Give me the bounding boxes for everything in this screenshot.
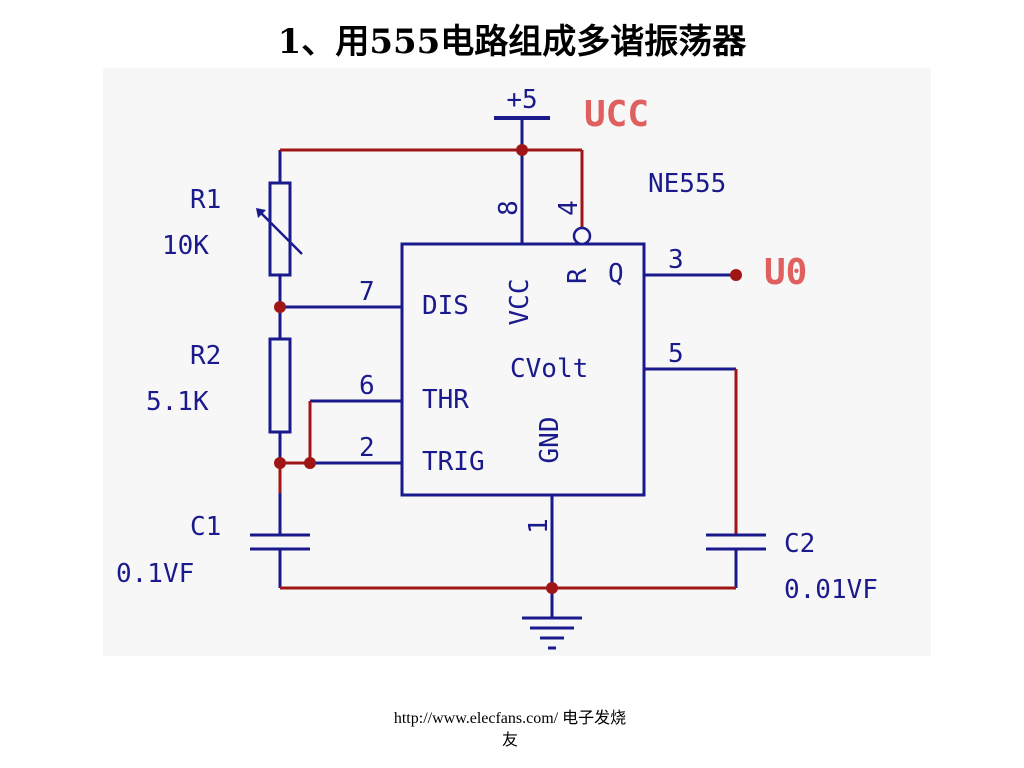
thr-pin-name: THR — [422, 385, 469, 415]
pin-1-label: 1 — [524, 518, 554, 534]
chip-name-label: NE555 — [648, 169, 726, 199]
r2-value-label: 5.1K — [146, 387, 209, 417]
r1-wiper-arrow — [257, 209, 303, 255]
ground-symbol — [522, 616, 582, 650]
slide-title: 1、用555电路组成多谐振荡器 — [277, 22, 747, 62]
r1-value-label: 10K — [162, 231, 209, 261]
c1-name-label: C1 — [190, 512, 221, 542]
q-pin-name: Q — [608, 259, 624, 289]
output-label: U0 — [764, 252, 807, 293]
r2-name-label: R2 — [190, 341, 221, 371]
pin-6-label: 6 — [359, 371, 375, 401]
c2-value-label: 0.01VF — [784, 575, 878, 605]
c1-value-label: 0.1VF — [116, 559, 194, 589]
r2-resistor — [268, 337, 292, 434]
trig-pin-name: TRIG — [422, 447, 485, 477]
red-wires — [278, 148, 738, 590]
footer-line-2: 友 — [501, 732, 518, 749]
c2-name-label: C2 — [784, 529, 815, 559]
supply-label: +5 — [506, 85, 537, 115]
r1-arrow-head — [256, 208, 266, 218]
pin-2-label: 2 — [359, 433, 375, 463]
reset-bubble — [572, 226, 592, 246]
gnd-pin-name: GND — [535, 417, 565, 464]
pin-8-label: 8 — [494, 200, 524, 216]
vcc-pin-name: VCC — [505, 279, 535, 326]
ucc-label: UCC — [584, 94, 649, 135]
cvolt-pin-name: CVolt — [510, 354, 588, 384]
dis-pin-name: DIS — [422, 291, 469, 321]
r-pin-name: R — [563, 268, 593, 284]
pin-5-label: 5 — [668, 339, 684, 369]
chip-body — [400, 242, 646, 497]
footer-line-1: http://www.elecfans.com/ 电子发烧 — [393, 710, 627, 727]
footer-credit: http://www.elecfans.com/ 电子发烧 友 — [360, 708, 660, 752]
r1-name-label: R1 — [190, 185, 221, 215]
pin-7-label: 7 — [359, 277, 375, 307]
pin-3-label: 3 — [668, 245, 684, 275]
junction-nodes — [274, 144, 742, 594]
r1-resistor — [268, 181, 292, 277]
pin-4-label: 4 — [554, 200, 584, 216]
blue-wires — [278, 118, 738, 618]
